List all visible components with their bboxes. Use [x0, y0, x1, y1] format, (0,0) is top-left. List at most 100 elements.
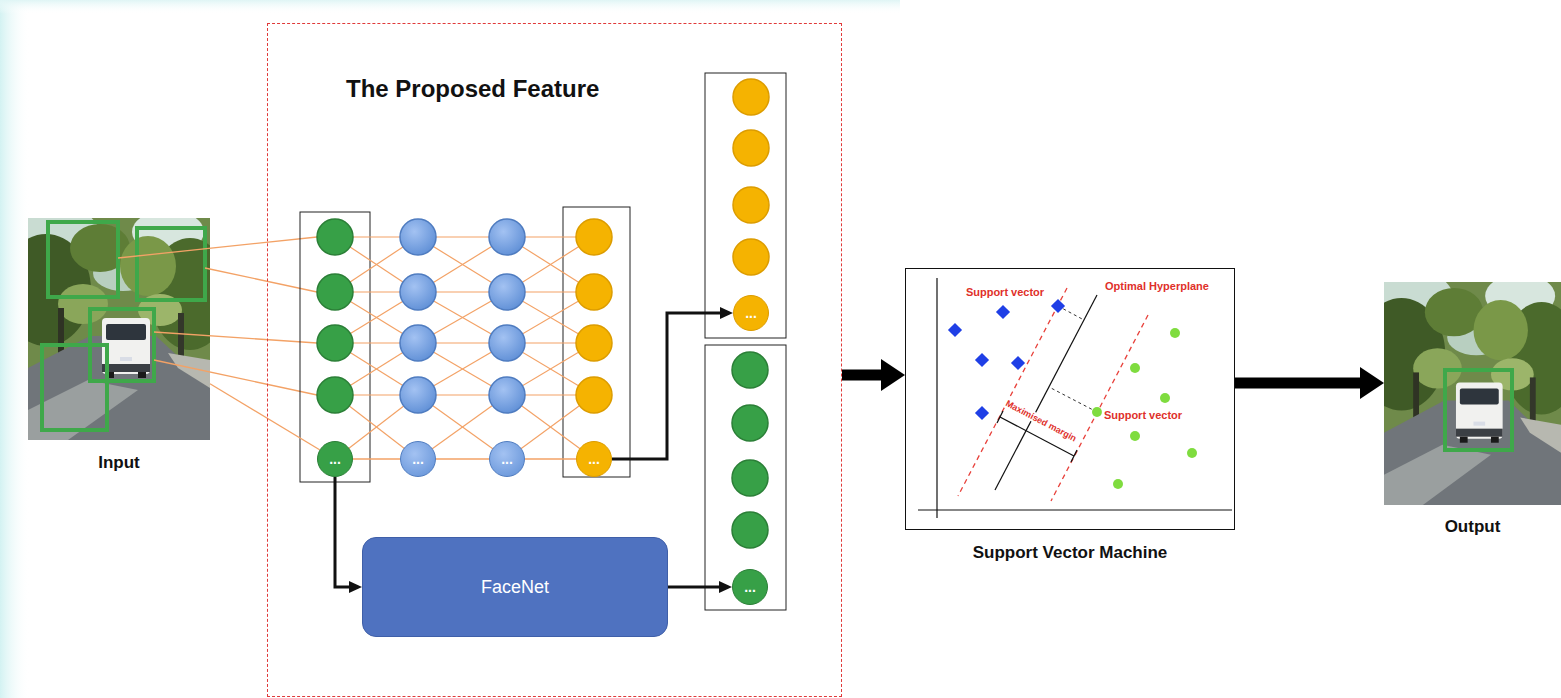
hyperplane-line	[995, 295, 1097, 490]
distance-line	[1049, 387, 1097, 412]
neuron-circle	[576, 377, 612, 413]
neuron-circle	[317, 274, 353, 310]
connector	[668, 581, 732, 593]
input-link	[154, 332, 317, 343]
connector-line	[1235, 378, 1364, 389]
arrow-head	[1360, 367, 1384, 399]
ellipsis-text: ...	[745, 305, 757, 321]
axis	[936, 278, 937, 518]
class-point	[1130, 431, 1140, 441]
class-point	[975, 353, 989, 367]
connector-line	[436, 458, 489, 459]
image-caption: Input	[98, 453, 140, 473]
output-photo	[1358, 270, 1561, 505]
class-point	[1051, 299, 1065, 313]
connector-line	[353, 458, 400, 459]
arrow-head	[719, 581, 732, 593]
margin-bracket	[997, 411, 1003, 423]
layer-frames	[300, 73, 786, 610]
connector-line	[525, 458, 576, 459]
neuron-circle	[489, 325, 525, 361]
ellipsis-text: ...	[588, 451, 600, 467]
class-point	[1130, 363, 1140, 373]
input-photo	[1, 206, 230, 440]
connector	[210, 384, 320, 450]
margin-bracket	[1071, 450, 1077, 462]
region-title: The Proposed Feature	[346, 75, 599, 103]
window-boxes	[42, 222, 205, 430]
svm-plot	[918, 278, 1232, 518]
layer-frame	[705, 73, 786, 338]
neuron-circle	[317, 219, 353, 255]
arrow-head	[720, 307, 733, 319]
neuron-circle: ...	[576, 441, 612, 477]
connector	[612, 307, 733, 459]
neuron-circle: ...	[489, 441, 525, 477]
neuron-circle	[400, 377, 436, 413]
neuron-circle	[732, 352, 768, 388]
layer-frame	[300, 212, 370, 482]
scene-shape	[1, 206, 230, 440]
plot-annotation: Support vector	[1102, 409, 1184, 422]
class-point	[1170, 328, 1180, 338]
plot-annotation: Maximised margin	[1002, 397, 1080, 444]
window-box	[48, 222, 118, 297]
neuron-circle	[317, 377, 353, 413]
connector-line	[335, 477, 351, 587]
input-links	[118, 237, 317, 395]
window-box	[42, 345, 107, 430]
neuron-circle	[489, 219, 525, 255]
neuron-circle	[733, 130, 769, 166]
page-glow	[0, 0, 30, 698]
network-neurons	[317, 79, 769, 548]
neuron-circle	[732, 460, 768, 496]
connector	[842, 359, 905, 391]
feature-region: ..................FaceNetThe Proposed Fe…	[267, 23, 842, 697]
class-point	[1011, 356, 1025, 370]
neuron-circle	[400, 219, 436, 255]
connector-line	[612, 313, 722, 459]
ellipsis-text: ...	[412, 451, 424, 467]
layer-frame	[563, 207, 630, 477]
neuron-circle: ...	[732, 569, 768, 605]
neuron-circle	[400, 274, 436, 310]
panel-caption: Support Vector Machine	[973, 543, 1168, 563]
class-point	[996, 305, 1010, 319]
image-caption: Output	[1445, 517, 1501, 537]
class-point	[975, 406, 989, 420]
neuron-circle	[576, 274, 612, 310]
neuron-circle	[400, 325, 436, 361]
class-point	[1113, 479, 1123, 489]
class-point	[1187, 448, 1197, 458]
output-image: Output	[1384, 282, 1561, 505]
svm-panel: Support Vector Machine	[905, 268, 1235, 530]
ellipsis-text: ...	[744, 579, 756, 595]
connector	[1235, 367, 1384, 399]
neuron-circle: ...	[733, 295, 769, 331]
neuron-circle	[732, 405, 768, 441]
axis	[918, 509, 1232, 510]
plot-annotation: Optimal Hyperplane	[1103, 280, 1211, 293]
margin-line	[958, 288, 1067, 496]
page-glow	[0, 0, 900, 14]
class-point	[1092, 407, 1102, 417]
scene-shape	[1358, 270, 1561, 505]
neuron-circle	[733, 239, 769, 275]
neuron-circle: ...	[317, 441, 353, 477]
window-box	[137, 228, 205, 300]
input-image: Input	[28, 218, 210, 440]
input-link	[154, 360, 317, 395]
connector-line	[210, 384, 320, 450]
connector	[335, 477, 362, 593]
arrow-head	[349, 581, 362, 593]
layer-frame	[705, 345, 786, 610]
plot-annotation: Support vector	[964, 286, 1046, 299]
class-point	[948, 323, 962, 337]
neuron-circle	[489, 274, 525, 310]
neuron-circle	[489, 377, 525, 413]
ellipsis-text: ...	[329, 451, 341, 467]
